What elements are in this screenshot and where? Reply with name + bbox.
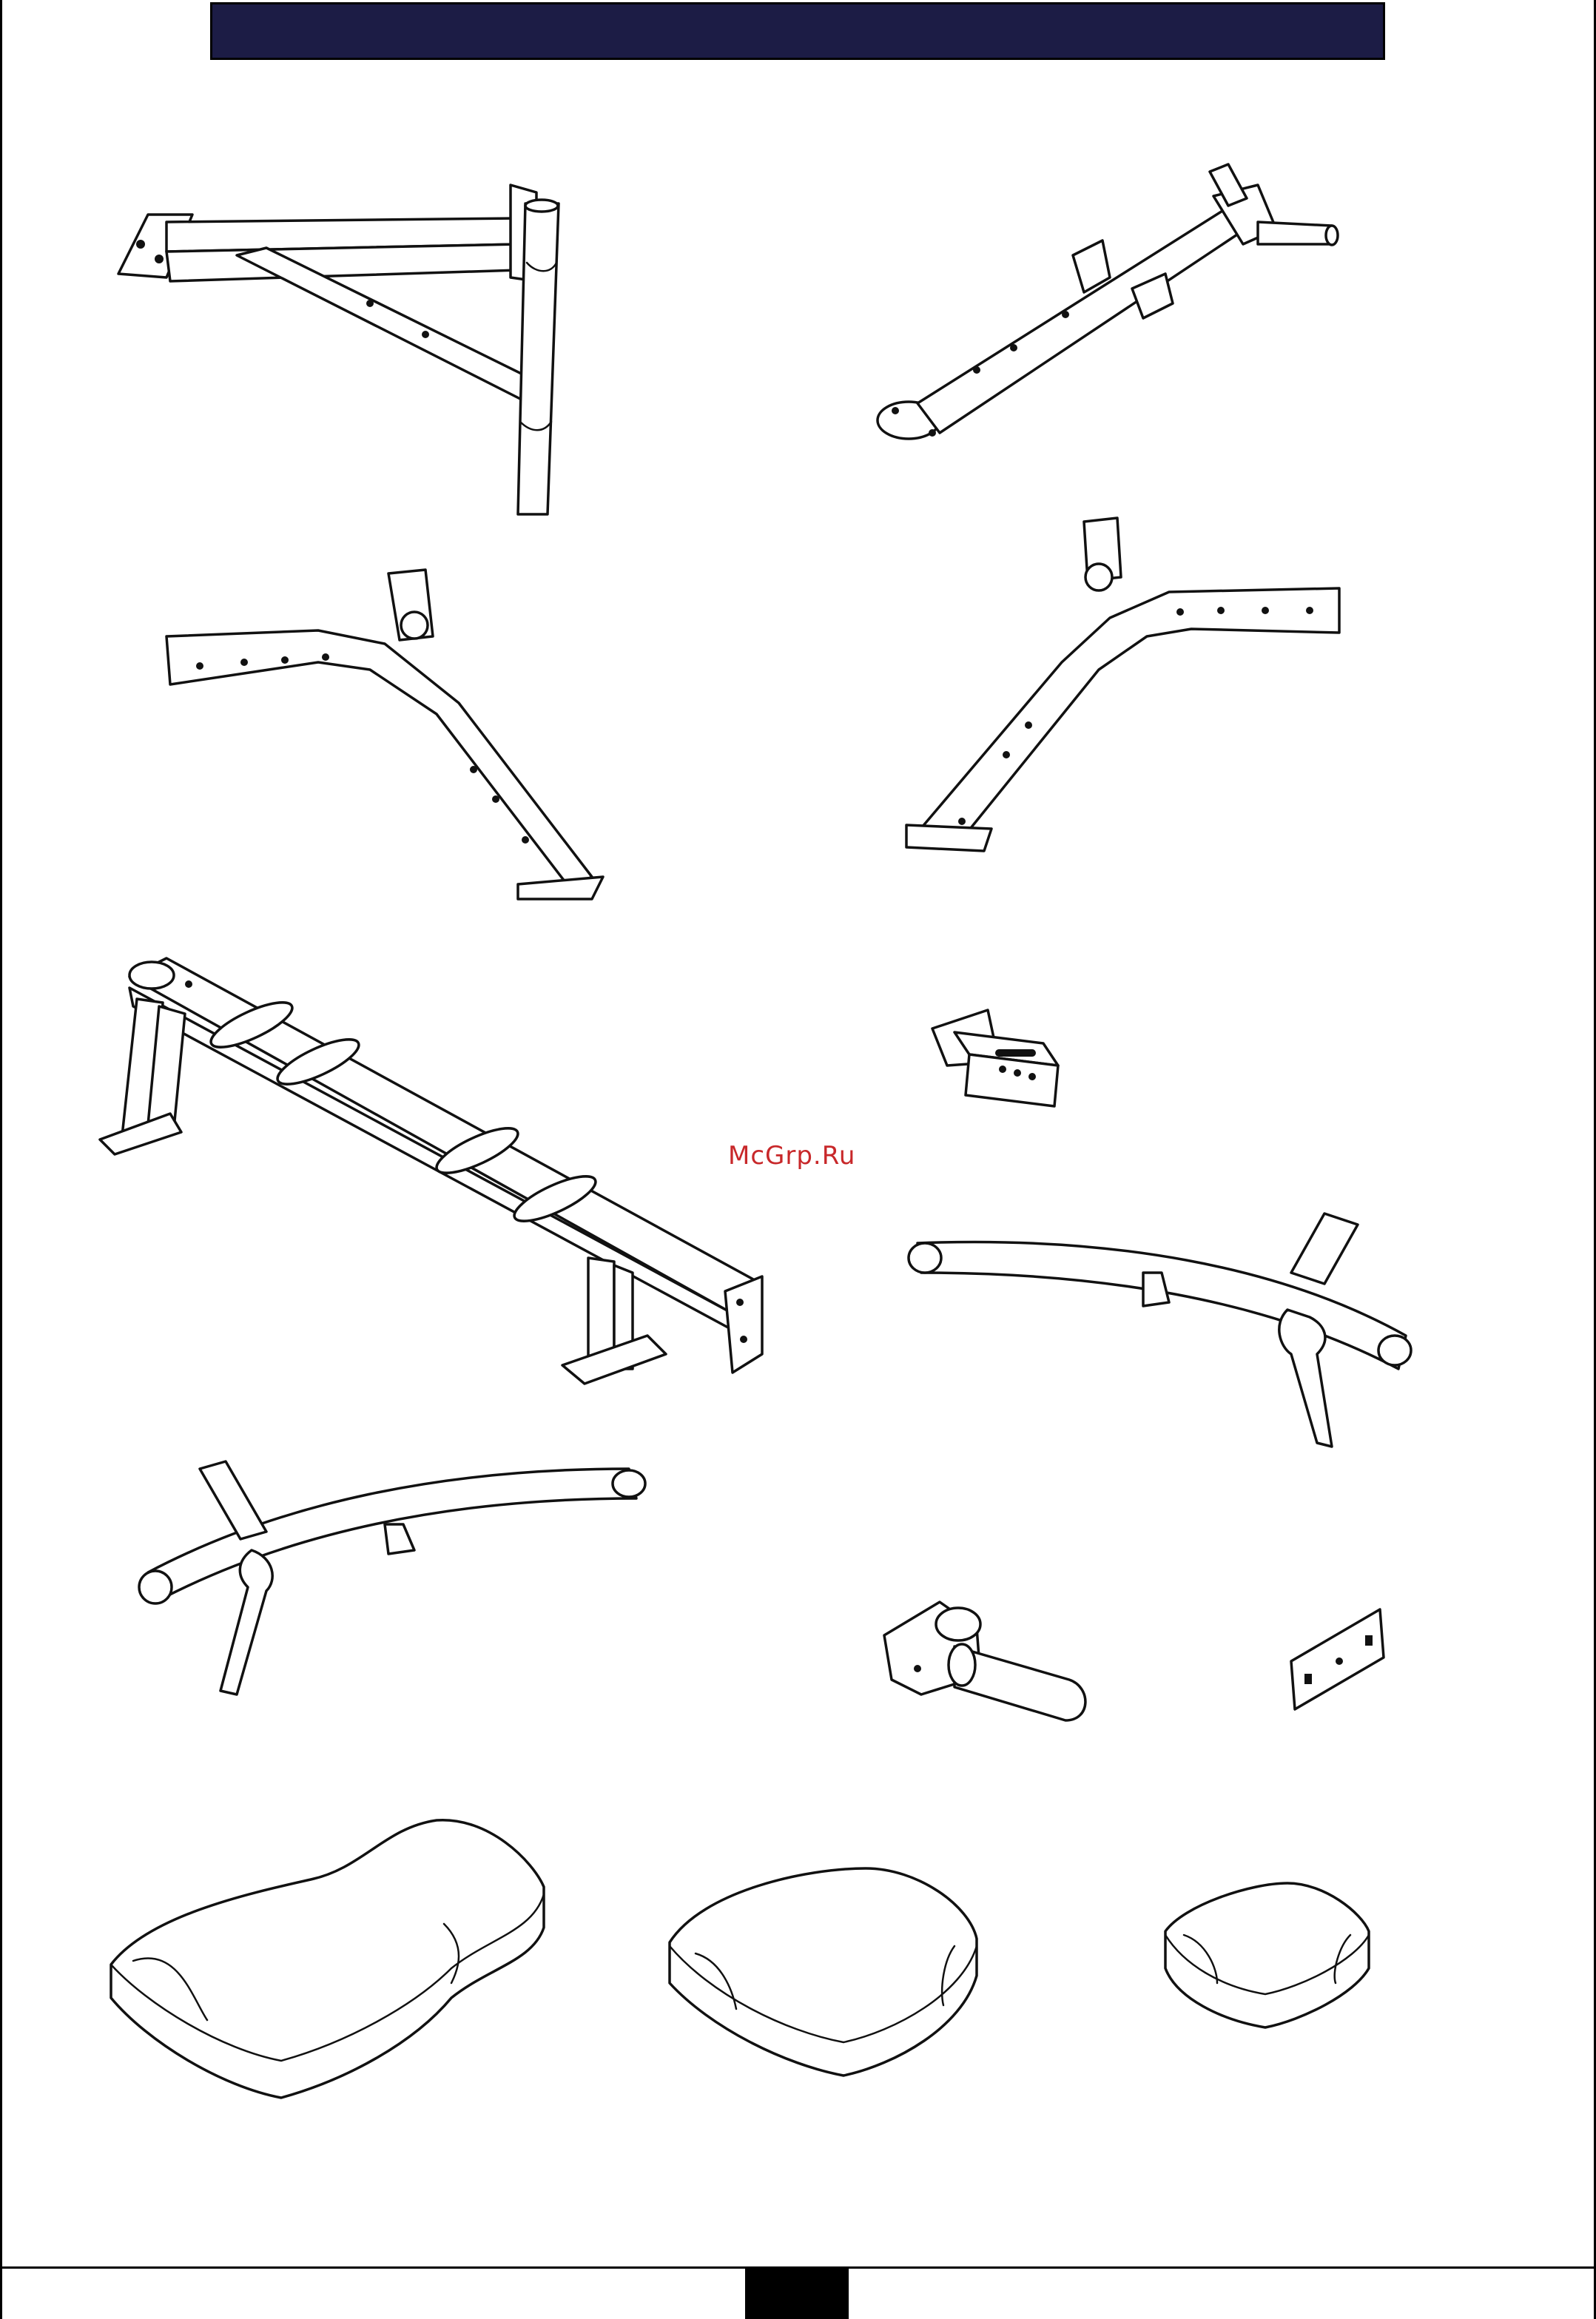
curved-handle-bar-right-icon xyxy=(909,1214,1411,1447)
medium-seat-pad-icon xyxy=(670,1868,977,2076)
small-bracket-icon xyxy=(932,1010,1058,1106)
bent-leg-right-icon xyxy=(906,518,1339,851)
pivot-sleeve-icon xyxy=(884,1602,1085,1720)
small-back-pad-icon xyxy=(1165,1883,1369,2027)
curved-handle-bar-left-icon xyxy=(139,1461,645,1694)
pull-up-arm-bracket-icon xyxy=(118,185,559,514)
vertical-post-with-pivots-icon xyxy=(878,164,1338,439)
mounting-plate-icon xyxy=(1291,1609,1384,1709)
watermark-text: McGrp.Ru xyxy=(728,1141,855,1171)
main-base-beam-icon xyxy=(100,958,762,1384)
large-seat-pad-icon xyxy=(111,1820,544,2098)
bent-leg-left-icon xyxy=(166,570,603,899)
